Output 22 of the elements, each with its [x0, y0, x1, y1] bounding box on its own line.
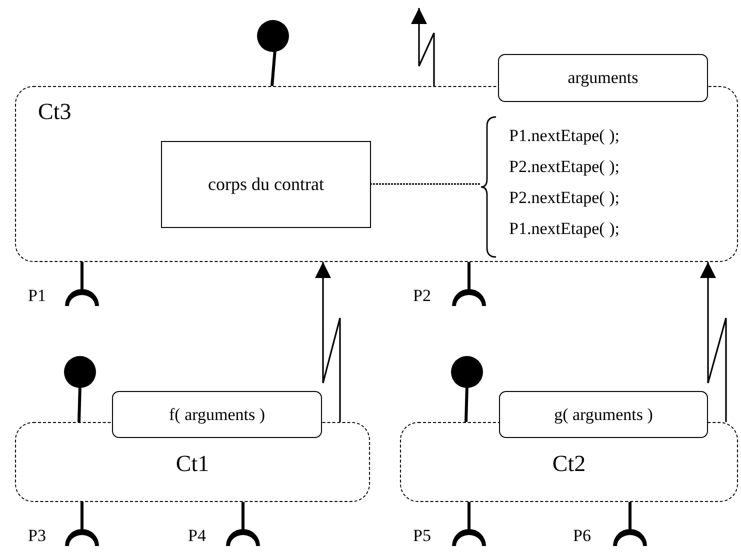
port-label: P3	[28, 526, 46, 546]
port-label: P1	[28, 286, 46, 306]
argument-box: f( arguments )	[112, 391, 322, 438]
code-line: P2.nextEtape( );	[509, 156, 620, 178]
component-name: Ct1	[176, 451, 210, 478]
port-label: P4	[188, 526, 206, 546]
port-label: P5	[413, 526, 431, 546]
component-name: Ct3	[38, 99, 72, 125]
argument-box: g( arguments )	[499, 391, 708, 438]
code-line: P1.nextEtape( );	[509, 218, 620, 240]
process-box: corps du contrat	[161, 141, 371, 228]
connector-line	[370, 183, 480, 185]
component-box	[15, 86, 738, 262]
arrow	[315, 262, 341, 422]
argument-box: arguments	[498, 54, 708, 102]
code-line: P1.nextEtape( );	[509, 125, 620, 147]
port-label: P2	[413, 286, 431, 306]
component-name: Ct2	[552, 451, 586, 478]
arrow	[700, 262, 727, 422]
port-label: P6	[573, 526, 591, 546]
arrow	[411, 8, 435, 86]
code-line: P2.nextEtape( );	[509, 187, 620, 209]
